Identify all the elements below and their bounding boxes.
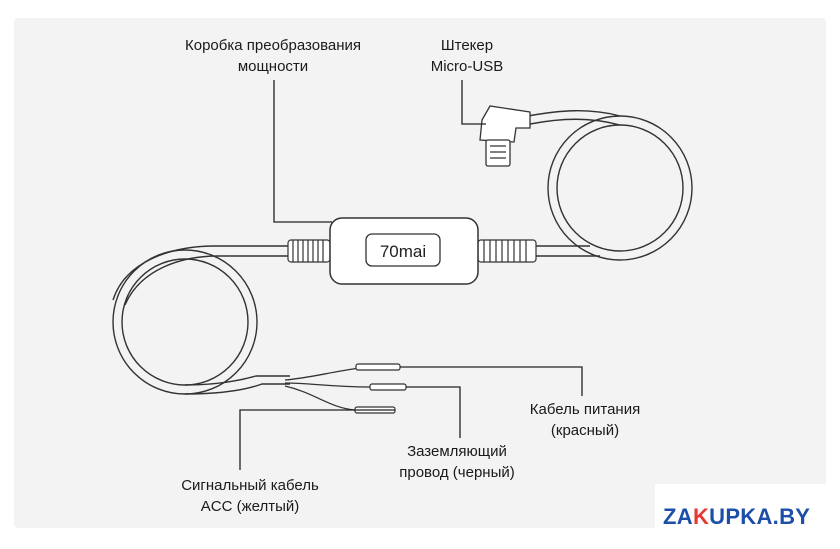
leader-power-cable [400, 366, 583, 396]
leader-ground-wire [406, 386, 461, 438]
label-power-box: Коробка преобразования мощности [168, 35, 378, 77]
watermark-suffix: UPKA.BY [709, 504, 811, 529]
label-power-box-line2: мощности [237, 58, 309, 75]
split-wires [284, 367, 371, 411]
power-box-logo-plate [365, 233, 441, 267]
label-acc-cable: Сигнальный кабель ACC (желтый) [160, 475, 340, 517]
label-usb-line1: Штекер [440, 37, 494, 54]
cable-box-to-left-coil [112, 245, 290, 306]
label-usb-line2: Micro-USB [430, 58, 504, 75]
cable-to-usb [527, 110, 621, 126]
watermark-prefix: ZA [663, 504, 693, 529]
label-power-cable: Кабель питания (красный) [505, 399, 665, 441]
label-acc-line1: Сигнальный кабель [181, 477, 319, 494]
leader-usb [461, 80, 486, 125]
watermark: ZAKUPKA.BY [655, 484, 840, 549]
label-ground-line2: провод (черный) [399, 464, 515, 481]
black-wire-terminal [369, 383, 407, 391]
leader-power-box [273, 80, 332, 223]
label-acc-line2: ACC (желтый) [200, 498, 300, 515]
cable-box-to-right-coil [536, 245, 600, 257]
label-power-box-line1: Коробка преобразования [185, 37, 361, 54]
leader-lines [239, 80, 583, 470]
red-wire-terminal [355, 363, 401, 371]
leader-acc-cable [239, 409, 395, 470]
label-ground-line1: Заземляющий [407, 443, 507, 460]
cable-left-coil-to-split [184, 375, 290, 395]
micro-usb-plug [479, 105, 531, 167]
label-usb-plug: Штекер Micro-USB [412, 35, 522, 77]
watermark-accent: K [692, 504, 710, 529]
strain-relief-left [287, 239, 331, 263]
watermark-logo: ZAKUPKA.BY [663, 504, 810, 530]
device-brand-text: 70mai [380, 242, 426, 261]
strain-relief-right [477, 239, 537, 263]
label-power-line2: (красный) [550, 422, 620, 439]
label-power-line1: Кабель питания [529, 401, 641, 418]
label-ground-wire: Заземляющий провод (черный) [372, 441, 542, 483]
